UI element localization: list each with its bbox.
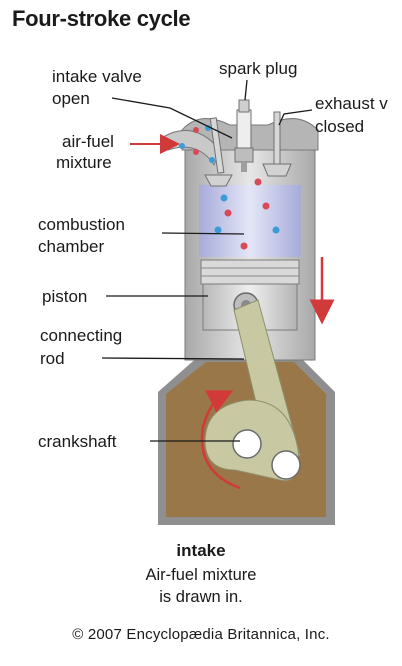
label-air-fuel-line2: mixture bbox=[56, 153, 112, 172]
label-spark-plug: spark plug bbox=[219, 59, 298, 78]
caption-stroke-name: intake bbox=[176, 541, 226, 560]
crankshaft-main bbox=[232, 429, 262, 459]
intake-valve-stem bbox=[209, 117, 225, 174]
label-combustion-line1: combustion bbox=[38, 215, 125, 234]
label-exhaust-line1: exhaust v bbox=[315, 94, 388, 113]
caption-line1: Air-fuel mixture bbox=[145, 566, 257, 584]
label-intake-valve-line1: intake valve bbox=[52, 67, 142, 86]
page-title: Four-stroke cycle bbox=[12, 6, 191, 31]
exhaust-valve-stem bbox=[273, 111, 281, 165]
label-connecting-line2: rod bbox=[40, 349, 65, 368]
copyright-notice: © 2007 Encyclopædia Britannica, Inc. bbox=[72, 626, 330, 643]
label-piston: piston bbox=[42, 287, 88, 306]
combustion-chamber bbox=[199, 185, 301, 257]
leader-lines bbox=[101, 79, 313, 442]
crank-pin bbox=[271, 450, 301, 480]
rotation-arrow bbox=[200, 390, 241, 490]
exhaust-valve-head bbox=[262, 163, 292, 177]
label-air-fuel-line1: air-fuel bbox=[62, 132, 114, 151]
intake-valve-head bbox=[204, 174, 233, 187]
label-connecting-line1: connecting bbox=[40, 326, 123, 345]
label-combustion-line2: chamber bbox=[38, 237, 105, 256]
spark-plug-body bbox=[236, 109, 252, 149]
label-intake-valve-line2: open bbox=[52, 89, 90, 108]
caption-line2: is drawn in. bbox=[159, 588, 243, 606]
label-exhaust-line2: closed bbox=[315, 117, 365, 136]
label-crankshaft: crankshaft bbox=[38, 432, 117, 451]
piston-rings bbox=[200, 259, 300, 285]
